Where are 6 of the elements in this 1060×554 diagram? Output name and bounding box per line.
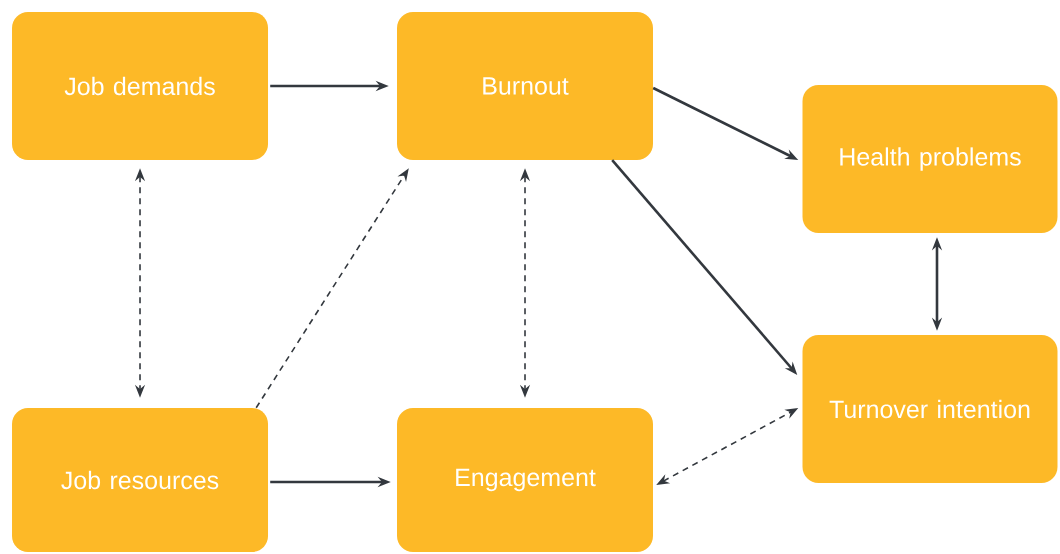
process-box: Turnover intention: [802, 335, 1058, 483]
process-box: Job resources: [12, 408, 268, 552]
process-box: Job demands: [12, 12, 268, 160]
process-box: Burnout: [397, 12, 653, 160]
process-box: Health problems: [802, 85, 1058, 233]
process-box: Engagement: [397, 408, 653, 552]
